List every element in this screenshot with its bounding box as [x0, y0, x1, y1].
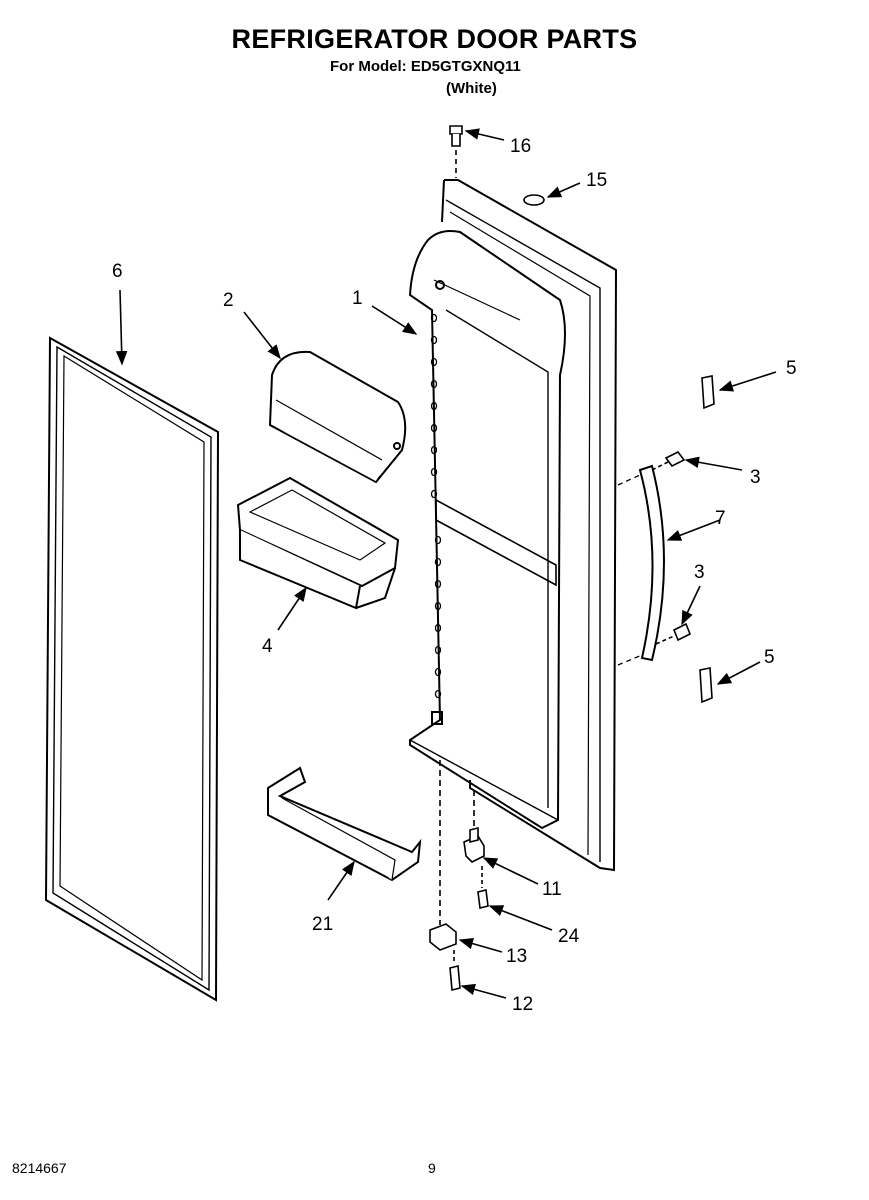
door-outer [441, 179, 618, 872]
page-title: REFRIGERATOR DOOR PARTS [231, 24, 638, 54]
callout-5-top: 5 [786, 358, 797, 379]
color-line: (White) [446, 80, 497, 97]
callout-5-bottom: 5 [764, 647, 775, 668]
door-gasket [44, 336, 220, 1002]
door-liner [408, 230, 566, 830]
callout-4: 4 [262, 636, 273, 657]
top-screw [449, 125, 463, 178]
model-line: For Model: ED5GTGXNQ11 [330, 58, 521, 75]
handle-cap-top [701, 375, 715, 410]
callout-2: 2 [223, 290, 234, 311]
handle-screw-top [651, 450, 686, 471]
callout-1: 1 [352, 288, 363, 309]
callout-16: 16 [510, 136, 531, 157]
callout-11: 11 [542, 879, 562, 900]
hinge-assembly [429, 760, 489, 992]
callout-15: 15 [586, 170, 607, 191]
door-handle [617, 464, 665, 666]
callout-21: 21 [312, 914, 333, 935]
door-bin [236, 476, 400, 610]
handle-screw-bottom [655, 622, 692, 645]
handle-cap-bottom [699, 667, 713, 704]
callout-24: 24 [558, 926, 580, 947]
plug [523, 194, 545, 206]
callout-12: 12 [512, 994, 533, 1015]
door-shelf [267, 766, 422, 882]
callout-13: 13 [506, 946, 527, 967]
page-number: 9 [428, 1160, 436, 1176]
callout-3-bottom: 3 [694, 562, 705, 583]
callout-6: 6 [112, 261, 123, 282]
doc-number: 8214667 [12, 1160, 67, 1176]
callout-3-top: 3 [750, 467, 761, 488]
leader-lines [115, 128, 777, 999]
dairy-compartment [268, 350, 407, 484]
callout-7: 7 [715, 508, 726, 529]
